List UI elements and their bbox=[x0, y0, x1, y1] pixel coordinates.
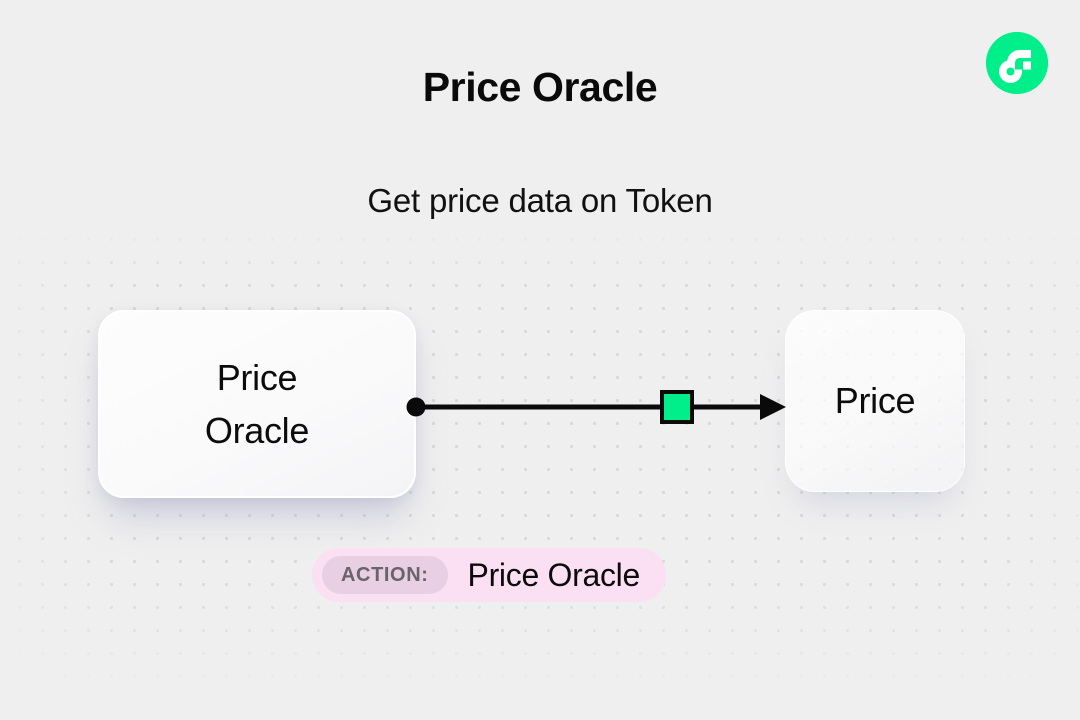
price-node-label: Price bbox=[834, 379, 916, 421]
action-badge[interactable]: ACTION: Price Oracle bbox=[312, 548, 666, 602]
price-node[interactable]: Price bbox=[785, 310, 965, 492]
page-subtitle: Get price data on Token bbox=[367, 182, 713, 219]
price-oracle-node-label: Price Oracle bbox=[204, 356, 310, 451]
flow-edge[interactable] bbox=[400, 378, 800, 438]
action-badge-tag: ACTION: bbox=[322, 556, 448, 594]
page-title: Price Oracle bbox=[422, 64, 658, 110]
price-oracle-node[interactable]: Price Oracle bbox=[98, 310, 416, 498]
edge-arrowhead-icon bbox=[760, 394, 786, 420]
edge-chip-icon[interactable] bbox=[660, 390, 694, 424]
action-badge-value: Price Oracle bbox=[467, 556, 641, 593]
flow-logo-icon bbox=[986, 32, 1048, 94]
